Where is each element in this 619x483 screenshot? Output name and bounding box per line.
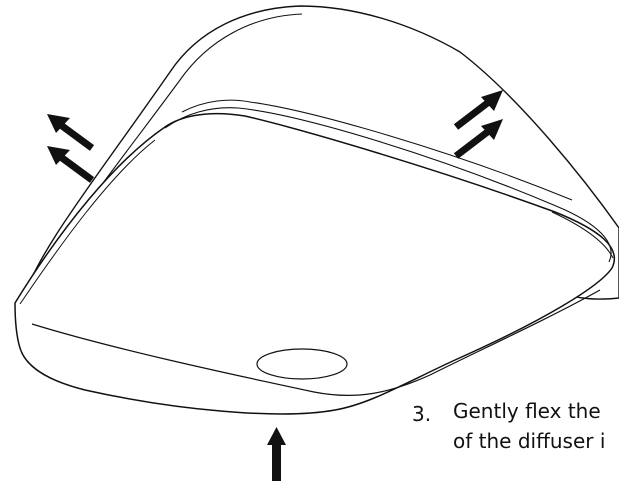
diffuser-right-lip — [551, 211, 614, 259]
diffuser-panel — [14, 112, 615, 415]
upper-left-arrow — [47, 114, 95, 151]
step-line-1: Gently flex the — [453, 399, 601, 423]
lower-right-arrow — [453, 119, 503, 159]
lower-left-arrow — [47, 146, 95, 183]
step-text: Gently flex the of the diffuser i — [453, 396, 605, 456]
step-line-2: of the diffuser i — [453, 429, 606, 453]
diffuser-front-lip — [31, 289, 601, 396]
diffuser-left-rim — [19, 139, 156, 305]
upper-right-arrow — [453, 90, 503, 130]
diffuser-rim-top — [164, 107, 612, 263]
bottom-upward-arrow — [267, 427, 286, 481]
step-number: 3. — [412, 402, 432, 426]
diffuser-rim-inner — [181, 99, 573, 201]
center-oval — [256, 348, 348, 380]
instruction-step: 3. Gently flex the of the diffuser i — [395, 396, 619, 460]
